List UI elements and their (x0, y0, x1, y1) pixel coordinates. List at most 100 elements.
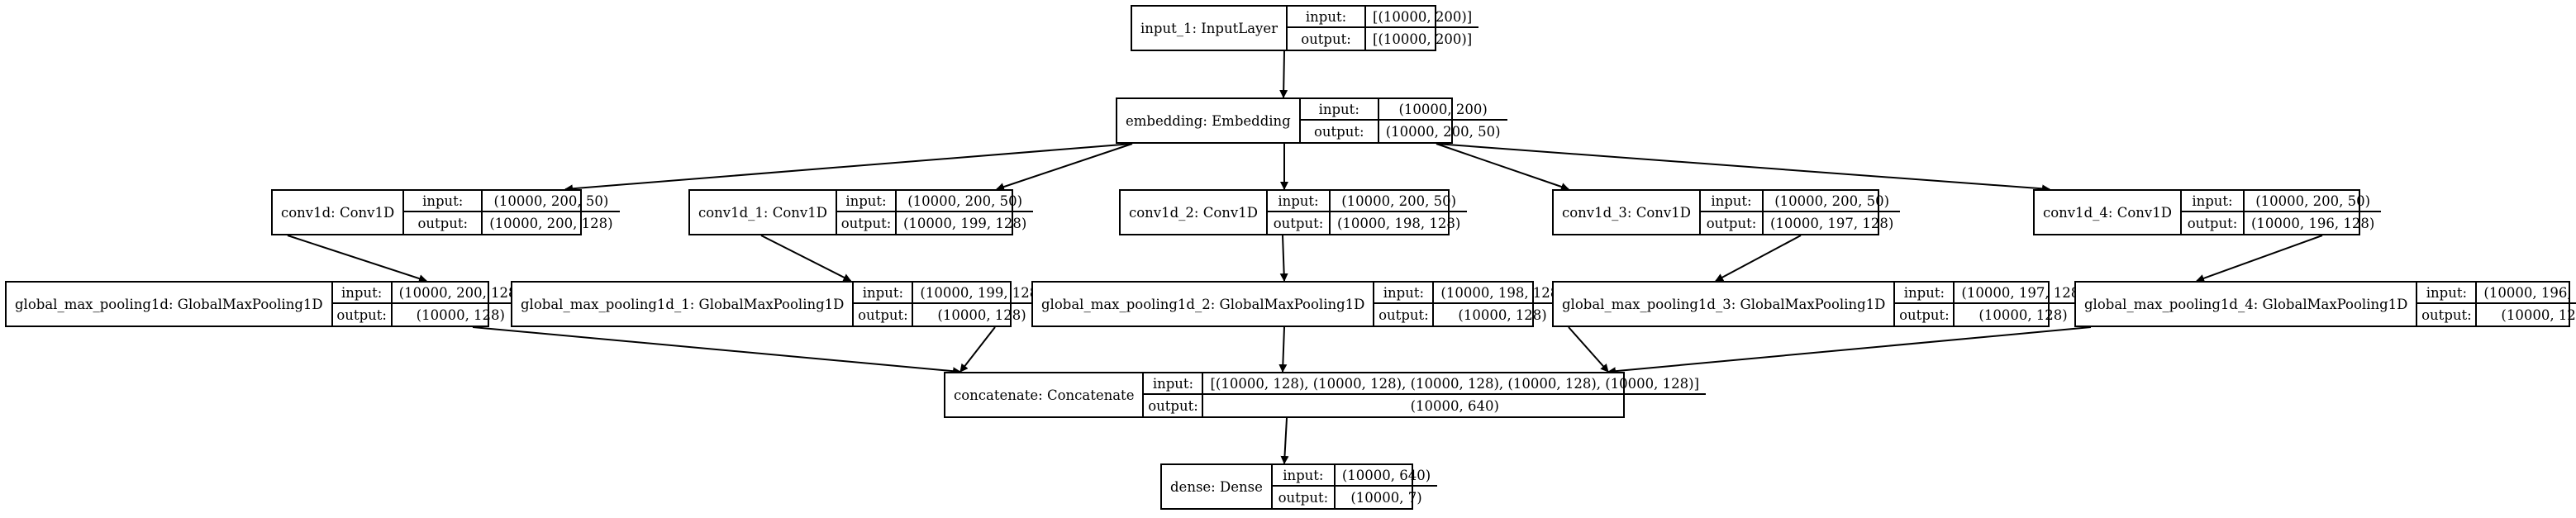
node-global-max-pooling1d-2: global_max_pooling1d_2: GlobalMaxPooling… (1031, 281, 1571, 327)
node-conv1d-2: conv1d_2: Conv1D input: (10000, 200, 50)… (1119, 189, 1468, 235)
node-global-max-pooling1d-3: global_max_pooling1d_3: GlobalMaxPooling… (1552, 281, 2092, 327)
input-shape: [(10000, 200)] (1366, 7, 1479, 28)
edge-embedding-to-conv1d (564, 143, 1133, 193)
output-shape: (10000, 200, 50) (1385, 123, 1501, 140)
input-key: input: (1144, 373, 1204, 395)
node-global-max-pooling1d-4: global_max_pooling1d_4: GlobalMaxPooling… (2074, 281, 2576, 327)
node-conv1d-4: conv1d_4: Conv1D input: (10000, 200, 50)… (2033, 189, 2382, 235)
input-key: input: (2417, 283, 2478, 304)
input-shape: (10000, 196, 128) (2477, 283, 2576, 304)
input-shape: (10000, 200, 50) (1330, 191, 1468, 212)
node-label: global_max_pooling1d_4: GlobalMaxPooling… (2076, 283, 2418, 326)
input-shape: (10000, 197, 128) (1955, 283, 2092, 304)
output-key: output: (854, 304, 914, 326)
input-key: input: (1895, 283, 1955, 304)
output-key: output: (837, 212, 897, 234)
output-key: output: (1701, 212, 1764, 234)
node-label: conv1d_3: Conv1D (1554, 191, 1701, 234)
edge-embedding-to-conv1d_4 (1436, 143, 2050, 193)
input-key: input: (404, 191, 483, 212)
output-key: output: (1301, 121, 1379, 142)
output-key: output: (1374, 304, 1435, 326)
input-shape: (10000, 640) (1335, 465, 1438, 487)
input-shape: [(10000, 128), (10000, 128), (10000, 128… (1203, 373, 1707, 395)
input-key: input: (2181, 191, 2245, 212)
input-shape: (10000, 200, 50) (1763, 191, 1901, 212)
node-label: conv1d_2: Conv1D (1121, 191, 1268, 234)
edge-conv1d_2-to-gmp_2 (1279, 235, 1288, 282)
node-concatenate: concatenate: Concatenate input: [(10000,… (944, 372, 1707, 418)
output-key: output: (1268, 212, 1331, 234)
output-shape: (10000, 640) (1410, 397, 1499, 414)
input-key: input: (1300, 99, 1379, 121)
output-key: output: (333, 304, 393, 326)
input-shape: (10000, 199, 128) (913, 283, 1050, 304)
node-label: conv1d_1: Conv1D (690, 191, 837, 234)
output-shape: (10000, 197, 128) (1769, 215, 1894, 231)
edge-conv1d-to-gmp (287, 235, 427, 283)
output-key: output: (2182, 212, 2245, 234)
edge-gmp_4-to-concatenate (1607, 326, 2092, 376)
input-key: input: (1374, 283, 1435, 304)
edge-conv1d_4-to-gmp_4 (2196, 235, 2323, 283)
input-shape: (10000, 200) (1378, 99, 1507, 121)
node-conv1d-1: conv1d_1: Conv1D input: (10000, 200, 50)… (688, 189, 1034, 235)
node-label: conv1d_4: Conv1D (2035, 191, 2182, 234)
edge-embedding-to-conv1d_3 (1436, 143, 1569, 191)
input-key: input: (1272, 465, 1336, 487)
node-embedding: embedding: Embedding input: (10000, 200)… (1116, 97, 1507, 144)
output-shape: [(10000, 200)] (1373, 31, 1473, 47)
output-shape: (10000, 200, 128) (489, 215, 613, 231)
edge-embedding-to-conv1d_1 (996, 143, 1133, 191)
input-key: input: (1700, 191, 1764, 212)
output-shape: (10000, 7) (1350, 489, 1422, 506)
node-input-1: input_1: InputLayer input: [(10000, 200)… (1131, 5, 1479, 51)
input-shape: (10000, 200, 50) (896, 191, 1034, 212)
output-shape: (10000, 198, 128) (1336, 215, 1461, 231)
output-shape: (10000, 199, 128) (902, 215, 1027, 231)
input-shape: (10000, 200, 50) (483, 191, 620, 212)
edge-conv1d_3-to-gmp_3 (1715, 235, 1802, 282)
node-global-max-pooling1d-1: global_max_pooling1d_1: GlobalMaxPooling… (511, 281, 1050, 327)
node-label: global_max_pooling1d_2: GlobalMaxPooling… (1033, 283, 1375, 326)
node-conv1d-3: conv1d_3: Conv1D input: (10000, 200, 50)… (1552, 189, 1901, 235)
output-shape: (10000, 128) (937, 307, 1026, 323)
edge-gmp_3-to-concatenate (1568, 326, 1609, 373)
node-conv1d: conv1d: Conv1D input: (10000, 200, 50) o… (271, 189, 620, 235)
output-key: output: (2417, 304, 2478, 326)
edge-conv1d_1-to-gmp_1 (760, 235, 852, 282)
output-shape: (10000, 128) (1978, 307, 2068, 323)
output-key: output: (404, 212, 483, 234)
edge-concatenate-to-dense (1280, 417, 1289, 464)
output-shape: (10000, 128) (2501, 307, 2576, 323)
input-key: input: (836, 191, 897, 212)
node-label: embedding: Embedding (1117, 99, 1301, 142)
node-label: global_max_pooling1d_3: GlobalMaxPooling… (1554, 283, 1896, 326)
input-shape: (10000, 198, 128) (1434, 283, 1571, 304)
input-shape: (10000, 200, 128) (392, 283, 529, 304)
node-label: conv1d: Conv1D (273, 191, 405, 234)
node-label: global_max_pooling1d: GlobalMaxPooling1D (7, 283, 333, 326)
input-key: input: (1288, 7, 1367, 28)
output-key: output: (1288, 28, 1367, 50)
node-label: global_max_pooling1d_1: GlobalMaxPooling… (512, 283, 855, 326)
node-label: input_1: InputLayer (1132, 7, 1288, 50)
edge-input_1-to-embedding (1279, 50, 1288, 98)
output-key: output: (1895, 304, 1955, 326)
output-key: output: (1273, 487, 1336, 508)
node-dense: dense: Dense input: (10000, 640) output:… (1160, 463, 1438, 510)
node-label: concatenate: Concatenate (945, 373, 1145, 416)
output-shape: (10000, 196, 128) (2250, 215, 2375, 231)
edge-gmp_1-to-concatenate (959, 326, 996, 373)
input-key: input: (854, 283, 914, 304)
input-key: input: (332, 283, 393, 304)
input-shape: (10000, 200, 50) (2244, 191, 2382, 212)
edge-gmp-to-concatenate (472, 326, 961, 376)
node-global-max-pooling1d: global_max_pooling1d: GlobalMaxPooling1D… (5, 281, 529, 327)
output-key: output: (1144, 395, 1204, 416)
node-label: dense: Dense (1162, 465, 1273, 508)
output-shape: (10000, 128) (416, 307, 505, 323)
edge-gmp_2-to-concatenate (1278, 326, 1288, 373)
input-key: input: (1267, 191, 1331, 212)
